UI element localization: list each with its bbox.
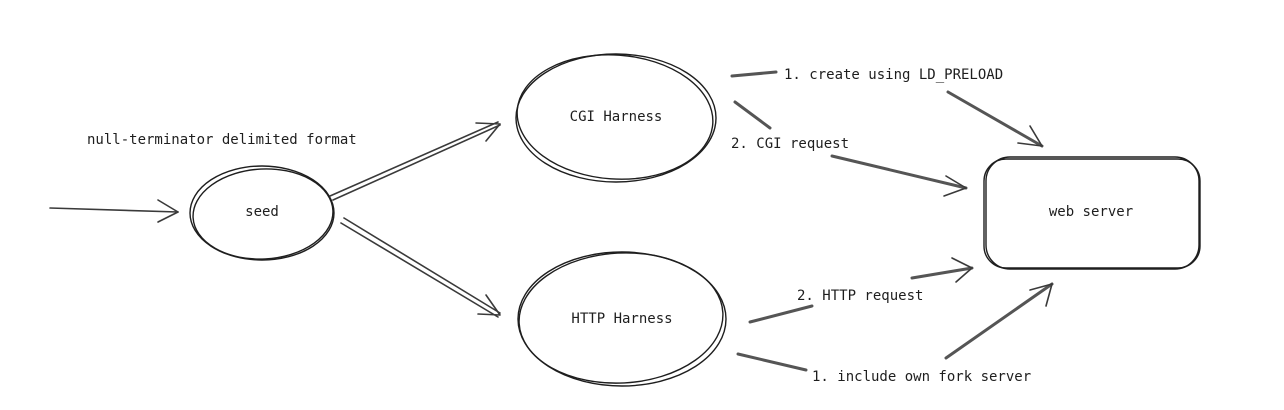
seed-node: seed (189, 165, 335, 261)
cgi-harness-node: CGI Harness (515, 53, 717, 183)
edge-http-request: 2. HTTP request (748, 257, 974, 324)
web-server-label: web server (1049, 204, 1133, 220)
web-server-node: web server (983, 156, 1201, 270)
seed-label: seed (245, 204, 279, 220)
edge-seed-to-http-harness (340, 217, 501, 318)
http-harness-label: HTTP Harness (571, 311, 672, 327)
edge-label-cgi-create: 1. create using LD_PRELOAD (784, 67, 1003, 83)
input-format-label: null-terminator delimited format (87, 132, 357, 148)
input-arrow (49, 199, 179, 223)
edge-seed-to-cgi-harness (329, 121, 501, 201)
cgi-harness-label: CGI Harness (570, 109, 663, 125)
http-harness-node: HTTP Harness (517, 251, 727, 387)
edge-cgi-request: 2. CGI request (731, 100, 968, 197)
edge-label-cgi-request: 2. CGI request (731, 136, 849, 152)
edge-label-http-request: 2. HTTP request (797, 288, 923, 304)
edge-label-http-fork: 1. include own fork server (812, 369, 1031, 385)
edge-cgi-create: 1. create using LD_PRELOAD (730, 67, 1044, 148)
edge-http-fork: 1. include own fork server (736, 282, 1054, 385)
